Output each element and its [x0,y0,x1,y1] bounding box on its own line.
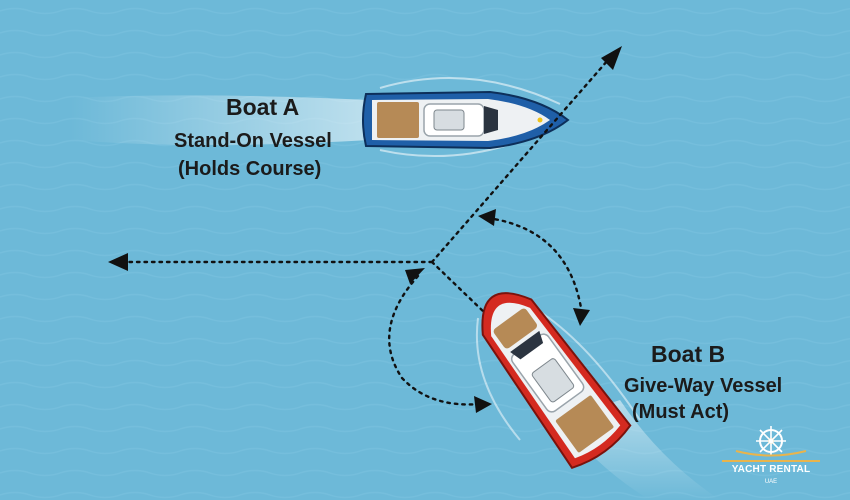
boat-a-label: Boat A [226,94,300,120]
boat-b-vessel [481,292,632,469]
boat-a-course-line [430,58,610,264]
boat-b-bow-teak [493,308,537,349]
angle-arc-right [486,216,584,316]
arrow-up-right-icon [601,46,622,70]
course-lines [118,58,610,406]
arrow-arc-right-icon [474,396,492,413]
boat-b-cockpit-teak [555,395,614,453]
boat-a-wake [70,95,370,145]
arrow-heads [108,46,622,413]
boat-b-action-label: (Must Act) [632,401,730,423]
logo-text: YACHT RENTAL [731,464,811,475]
boat-a-windshield [484,106,498,134]
boat-a-bow-light [537,117,543,123]
boat-a-cockpit-teak [377,102,419,138]
logo-subtext: UAE [764,479,778,485]
boat-b-windshield [510,330,544,360]
boat-b-heading-line [430,260,488,316]
yacht-wheel-icon [722,426,820,462]
boat-a-vessel [362,90,570,150]
arrow-left-icon [108,253,128,271]
boat-b-label: Boat B [651,341,726,367]
boat-a-action-label: (Holds Course) [178,158,322,180]
arrow-arc-up-icon [405,268,425,284]
boat-a-flybridge [433,109,465,131]
arrow-arc-down-icon [573,308,590,326]
boat-b-role-label: Give-Way Vessel [624,375,783,397]
arrow-arc-top-icon [478,209,496,226]
boat-b-flybridge [531,358,575,403]
give-way-turn-arc [388,274,482,406]
boat-a-role-label: Stand-On Vessel [174,130,332,152]
